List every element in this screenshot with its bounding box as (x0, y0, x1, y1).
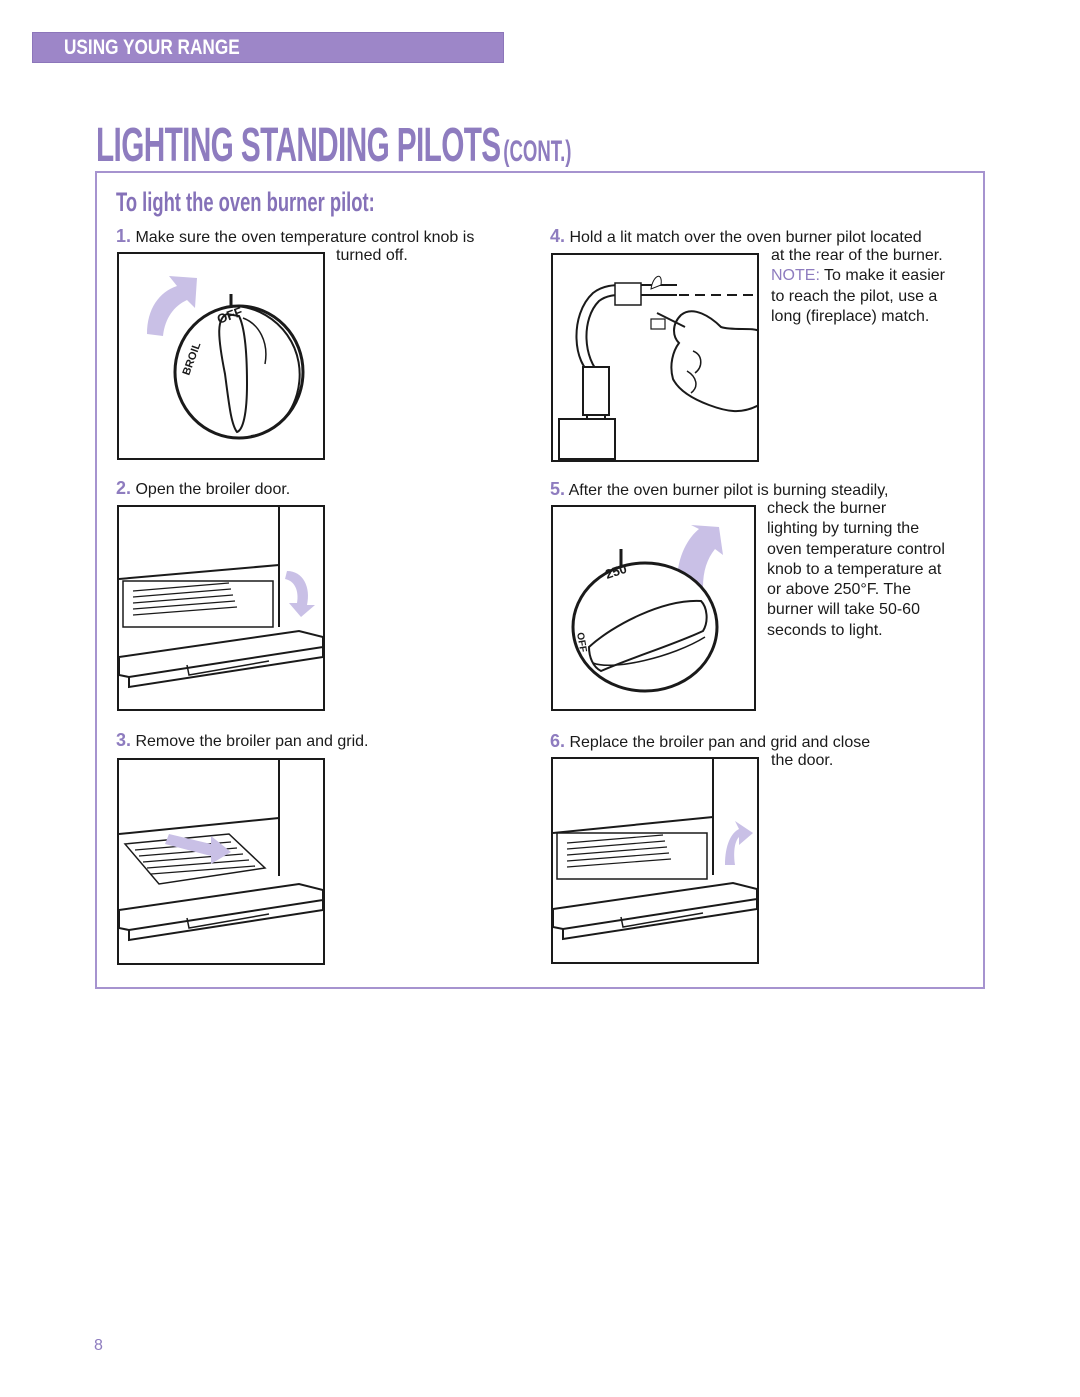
step-line: lighting by turning the (767, 520, 920, 538)
step-1-text: 1. Make sure the oven temperature contro… (116, 226, 474, 248)
subheading: To light the oven burner pilot: (116, 187, 375, 217)
step-line: Open the broiler door. (135, 481, 291, 498)
step-line: Replace the broiler pan and grid and clo… (569, 734, 871, 751)
step-number: 6. (550, 731, 566, 751)
step-line: burner will take 50-60 (767, 601, 920, 619)
step-5-text: 5. After the oven burner pilot is burnin… (550, 479, 888, 501)
section-banner: USING YOUR RANGE (32, 32, 504, 63)
temp-250-marking: 250 (603, 561, 628, 582)
step-line: After the oven burner pilot is burning s… (568, 482, 889, 499)
step-6-continued: the door. (771, 751, 833, 771)
step-number: 1. (116, 226, 132, 246)
page-number: 8 (94, 1337, 103, 1354)
step-line: at the rear of the burner. (771, 247, 943, 264)
note-label: NOTE: (771, 267, 820, 285)
step-4-continued: at the rear of the burner. NOTE: To make… (771, 246, 945, 327)
step-line: Remove the broiler pan and grid. (135, 733, 369, 750)
section-label: USING YOUR RANGE (64, 36, 240, 59)
step-1-continued: turned off. (336, 246, 408, 266)
step-line: oven temperature control (767, 540, 945, 558)
step-4-text: 4. Hold a lit match over the oven burner… (550, 226, 922, 248)
step-line: Make sure the oven temperature control k… (135, 229, 475, 246)
step-line: the door. (771, 752, 834, 769)
page-title: LIGHTING STANDING PILOTS (CONT.) (96, 122, 571, 170)
step-line: Hold a lit match over the oven burner pi… (569, 229, 922, 246)
step-note: NOTE: To make it easier (771, 266, 945, 286)
step-2-text: 2. Open the broiler door. (116, 478, 290, 500)
figure-knob-250: 250 OFF (551, 505, 756, 711)
figure-open-broiler-door (117, 505, 325, 711)
instructions-panel (95, 171, 985, 989)
page-title-suffix: (CONT.) (503, 135, 572, 168)
step-3-text: 3. Remove the broiler pan and grid. (116, 730, 369, 752)
figure-remove-broiler-pan (117, 758, 325, 965)
off-marking: OFF (574, 632, 588, 654)
step-5-continued: check the burner lighting by turning the… (767, 499, 945, 641)
step-6-text: 6. Replace the broiler pan and grid and … (550, 731, 870, 753)
step-line: or above 250°F. The (767, 581, 911, 599)
step-number: 3. (116, 730, 132, 750)
step-number: 5. (550, 479, 566, 499)
figure-knob-off: OFF BROIL (117, 252, 325, 460)
step-line: seconds to light. (767, 621, 883, 639)
step-line: knob to a temperature at (767, 560, 942, 578)
page-title-main: LIGHTING STANDING PILOTS (96, 119, 501, 172)
step-line: check the burner (767, 500, 887, 517)
step-line: long (fireplace) match. (771, 307, 930, 325)
figure-close-broiler-door (551, 757, 759, 964)
step-line: To make it easier (824, 267, 945, 285)
step-line: to reach the pilot, use a (771, 287, 938, 305)
figure-light-pilot (551, 253, 759, 462)
step-line: turned off. (336, 247, 408, 264)
step-number: 4. (550, 226, 566, 246)
step-number: 2. (116, 478, 132, 498)
